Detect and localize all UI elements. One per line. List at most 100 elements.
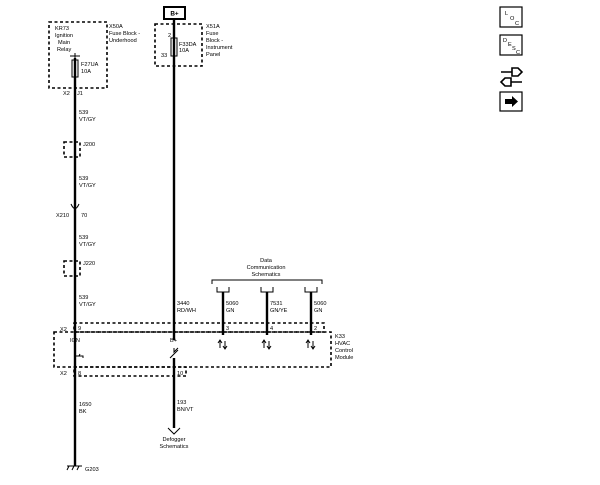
wire-539-circuit-3: 539 [79,235,88,241]
fuse-f33da-symbol [170,37,178,57]
module-pin-ign-label: IGN [70,338,80,344]
module-pin-data-2: 4 [270,326,273,332]
battery-terminal: B+ [163,6,186,20]
data-comm-bracket [211,279,323,284]
splice-j220: J220 [63,260,95,277]
data-wire-2-circuit: 7531 [270,301,282,307]
module-pin-data-1: 3 [226,326,229,332]
fuse-f33da-pin-bottom: 33 [161,53,167,59]
relay-label-2: Ignition [55,33,73,39]
splice-j220-id: J220 [83,261,95,267]
location-button-frame [499,6,523,28]
module-pin-bplus-label: B+ [170,338,177,344]
wire-193-color: BN/VT [177,407,194,413]
wire-539-circuit-4: 539 [79,295,88,301]
wire-539-circuit-2: 539 [79,176,88,182]
fuse-block-ip-name-4: Panel [206,52,220,58]
module-connector-bottom-id: X2 [60,371,67,377]
fuse-block-underhood-name-1: Fuse Block - [109,31,140,37]
data-comm-stub-2 [260,287,274,293]
arrow-down-1 [222,341,228,350]
fuse-block-ip-outline [154,23,203,67]
relay-label-3: Main [58,40,70,46]
module-connector-top [73,322,325,333]
desc-letter-1: D [503,38,507,44]
ground-id: G203 [85,467,99,473]
loc-letter-1: L [505,11,508,17]
desc-letter-3: S [512,46,516,52]
module-defogger-switch-symbol [169,347,179,359]
battery-label: B+ [170,11,179,18]
module-internal-ground-symbol [74,353,84,360]
wire-1650-circuit: 1650 [79,402,91,408]
next-button[interactable] [499,91,523,112]
fuse-block-underhood-name-2: Underhood [109,38,137,44]
fuse-block-ip-name-1: Fuse [206,31,218,37]
wire-539-color-3: VT/GY [79,242,96,248]
module-name-3: Module [335,355,353,361]
loc-letter-3: C [515,21,519,27]
data-comm-label-3: Schematics [252,272,281,278]
defogger-label-2: Schematics [160,444,189,450]
data-wire-1-circuit: 5060 [226,301,238,307]
wire-3440-circuit: 3440 [177,301,189,307]
data-comm-stub-1 [216,287,230,293]
data-wire-2-color: GN/YE [270,308,288,314]
data-arrows-3 [305,339,316,350]
arrow-up-3 [305,339,311,348]
fuse-block-ip-name-3: Instrument [206,45,233,51]
fuse-block-ip-name-2: Block - [206,38,223,44]
data-wire-1-color: GN [226,308,234,314]
fuse-block-ip-id: X51A [206,24,220,30]
arrow-down-3 [310,341,316,350]
pin-j1: J1 [77,91,83,97]
splice-j220-outline [63,260,81,277]
arrow-up-2 [261,339,267,348]
wire-539-color-2: VT/GY [79,183,96,189]
fuse-block-underhood-outline [48,21,108,89]
defogger-label-1: Defogger [162,437,185,443]
relay-label-4: Relay [57,47,72,53]
ground-symbol [66,465,82,471]
fuse-f33da-rating: 10A [179,48,189,54]
module-pin-ground-number: 8 [78,371,81,377]
inline-connector-id: X210 [56,213,69,219]
fuse-block-instrument-panel: 2 F33DA 10A 33 X51A Fuse Block - Instrum… [154,23,233,67]
module-name-2: Control [335,348,353,354]
wire-539-color-1: VT/GY [79,117,96,123]
data-comm-label-2: Communication [247,265,286,271]
data-wire-3-circuit: 5060 [314,301,326,307]
arrow-right-icon [505,96,518,107]
wire-193-circuit: 193 [177,400,186,406]
connector-x2-top-left: X2 [63,91,70,97]
desc-letter-4: C [516,50,520,56]
description-button[interactable]: D E S C [499,34,523,56]
splice-j200-outline [63,141,81,158]
inline-connector-x210: X210 70 [56,203,87,219]
data-wire-3-color: GN [314,308,322,314]
wire-3440-color: RD/WH [177,308,196,314]
splice-j200: J200 [63,141,95,158]
module-outline [53,331,332,368]
connector-route-icon [499,67,524,87]
location-button[interactable]: L O C [499,6,523,28]
ground-g203: G203 [66,465,99,473]
fuse-f33da-id: F33DA [179,42,197,48]
hvac-control-module: X2 9 IGN B+ 3 4 2 K33 HVAC Control Modul… [53,322,353,377]
wire-539-circuit-1: 539 [79,110,88,116]
data-communication-group: Data Communication Schematics 5060 GN 75… [211,258,326,335]
data-comm-stub-3 [304,287,318,293]
description-button-frame [499,34,523,56]
module-pin-ign-number: 9 [78,326,81,332]
desc-letter-2: E [508,42,512,48]
wire-539-color-4: VT/GY [79,302,96,308]
wire-1650-color: BK [79,409,87,415]
module-name-1: HVAC [335,341,350,347]
arrow-up-1 [217,339,223,348]
connector-route-button[interactable] [499,67,524,87]
fuse-block-underhood-id: X50A [109,24,123,30]
fuse-block-underhood: KR73 Ignition Main Relay X50A Fuse Block… [48,21,140,97]
fuse-f27ua-rating: 10A [81,69,91,75]
defogger-arrow [167,427,181,435]
